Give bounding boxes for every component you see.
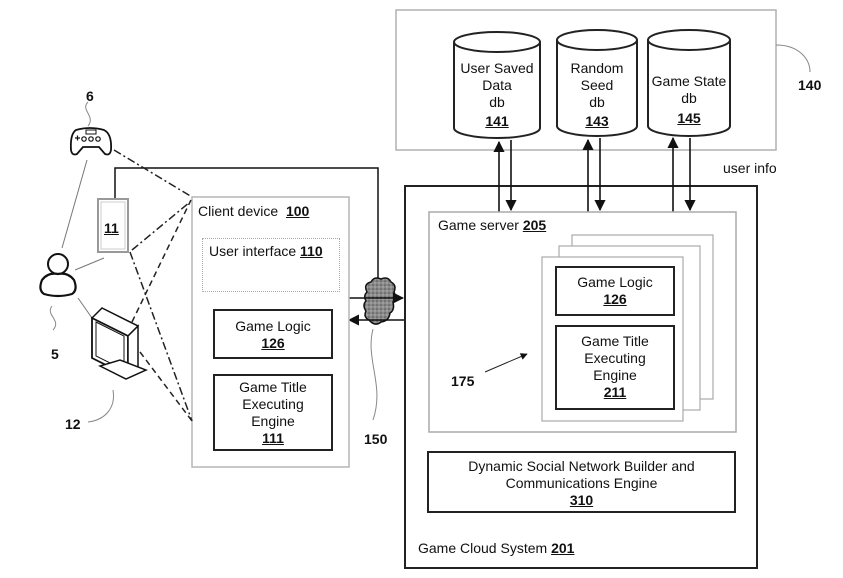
ref-175: 175 <box>451 373 475 389</box>
ref-140-leader <box>775 44 811 73</box>
client-engine-line-3: Engine <box>251 413 295 429</box>
db-143-label: Random Seed db 143 <box>557 60 637 130</box>
game-server-title: Game server 205 <box>438 217 546 234</box>
server-game-logic-box: Game Logic 126 <box>555 266 675 316</box>
db-141-line-2: Data <box>482 77 512 93</box>
link-device-to-client <box>131 201 191 251</box>
ref-140: 140 <box>798 77 822 93</box>
user-interface-title: User interface <box>209 243 297 259</box>
client-game-logic-title: Game Logic <box>235 318 311 334</box>
link-user-to-display <box>77 297 93 319</box>
db-143-line-1: Random <box>570 60 624 76</box>
client-game-logic-ref: 126 <box>261 335 285 351</box>
db-141-line-1: User Saved <box>460 60 534 76</box>
db-143-ref: 143 <box>585 113 609 129</box>
ref-12: 12 <box>65 416 81 432</box>
client-device-title-text: Client device <box>198 203 279 219</box>
link-device-to-client-bottom <box>129 251 193 422</box>
server-engine-line-1: Game Title <box>581 333 649 349</box>
user-icon <box>39 253 77 298</box>
server-game-logic-title: Game Logic <box>577 274 653 290</box>
db-141-ref: 141 <box>485 113 509 129</box>
ref-5: 5 <box>51 346 59 362</box>
ref-6-leader <box>85 101 91 127</box>
ref-150: 150 <box>364 431 388 447</box>
link-display-to-client <box>131 199 192 323</box>
network-cloud-icon <box>363 277 397 325</box>
db-145-ref: 145 <box>677 110 701 126</box>
game-server-ref: 205 <box>522 217 547 233</box>
game-cloud-title-text: Game Cloud System <box>418 540 548 556</box>
ref-150-leader <box>370 328 378 421</box>
client-game-logic-box: Game Logic 126 <box>213 309 333 359</box>
db-143-line-3: db <box>589 94 605 110</box>
client-engine-line-1: Game Title <box>239 379 307 395</box>
server-game-logic-ref: 126 <box>603 291 627 307</box>
server-engine-line-3: Engine <box>593 367 637 383</box>
social-engine-line-1: Dynamic Social Network Builder and <box>468 458 695 474</box>
database-cylinder-143 <box>556 29 638 137</box>
user-info-label: user info <box>723 160 777 176</box>
user-interface-ref: 110 <box>300 243 323 259</box>
link-user-to-device <box>74 257 105 271</box>
ref-175-pointer <box>484 353 528 373</box>
game-cloud-ref: 201 <box>551 540 575 556</box>
game-server-title-text: Game server <box>438 217 519 233</box>
display-monitor-icon <box>90 307 148 380</box>
handheld-device-icon <box>97 198 129 253</box>
client-device-title: Client device 100 <box>198 203 309 220</box>
ref-5-leader <box>49 305 57 331</box>
db-143-line-2: Seed <box>580 77 614 93</box>
db-145-line-2: db <box>681 90 697 106</box>
client-engine-box: Game Title Executing Engine 111 <box>213 374 333 451</box>
ref-6: 6 <box>86 88 94 104</box>
link-controller-to-client <box>113 149 193 198</box>
database-cylinder-145 <box>647 29 731 137</box>
ref-12-leader <box>87 389 114 423</box>
client-engine-line-2: Executing <box>242 396 304 412</box>
link-display-to-client-bottom <box>139 351 193 422</box>
game-controller-icon <box>69 127 113 156</box>
server-engine-ref: 211 <box>603 384 627 400</box>
db-141-label: User Saved Data db 141 <box>454 60 540 130</box>
client-device-ref: 100 <box>285 203 310 219</box>
db-145-line-1: Game State <box>651 73 727 89</box>
link-user-to-controller <box>61 159 88 249</box>
social-engine-line-2: Communications Engine <box>505 475 658 491</box>
server-engine-line-2: Executing <box>584 350 646 366</box>
ref-11: 11 <box>104 220 119 236</box>
db-145-label: Game State db 145 <box>648 73 730 127</box>
social-engine-box: Dynamic Social Network Builder and Commu… <box>427 451 736 513</box>
client-engine-ref: 111 <box>262 430 284 446</box>
handheld-device-screen <box>100 201 126 250</box>
social-engine-ref: 310 <box>569 492 594 508</box>
game-cloud-title: Game Cloud System 201 <box>418 540 574 557</box>
db-141-line-3: db <box>489 94 505 110</box>
database-cylinder-141 <box>453 31 541 139</box>
user-interface-box: User interface 110 <box>202 238 340 292</box>
server-engine-box: Game Title Executing Engine 211 <box>555 325 675 410</box>
